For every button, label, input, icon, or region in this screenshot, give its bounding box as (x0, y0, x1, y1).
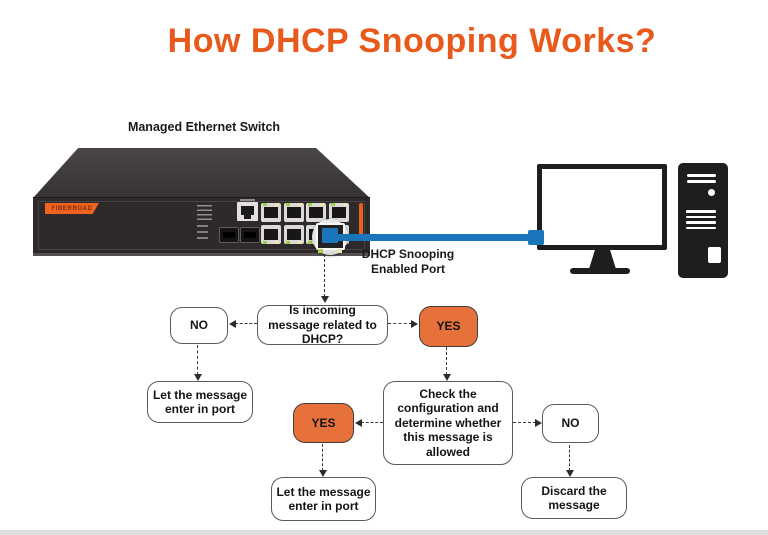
rj45-port (306, 203, 326, 222)
computer-tower-illustration (678, 163, 728, 278)
flow-node-let-message-enter: Let the message enter in port (147, 381, 253, 423)
led-indicator-rows (197, 205, 212, 220)
led-indicator-dots (197, 225, 208, 240)
arrowhead-down-icon (321, 296, 329, 303)
console-port (237, 202, 258, 221)
tower-vent-line (686, 215, 716, 218)
arrowhead-down-icon (194, 374, 202, 381)
arrow-line (388, 323, 412, 324)
tower-vent-line (687, 174, 716, 177)
arrow-yes-to-check (443, 347, 451, 381)
arrowhead-right-icon (535, 419, 542, 427)
flow-node-let-message-enter-2: Let the message enter in port (271, 477, 376, 521)
flow-node-check-configuration: Check the configuration and determine wh… (383, 381, 513, 465)
monitor-stand-neck (589, 250, 616, 269)
arrowhead-right-icon (411, 320, 418, 328)
console-port-notch (244, 215, 251, 219)
tower-drive-bay (708, 247, 721, 263)
arrow-line (324, 254, 325, 297)
switch-top-face (33, 148, 370, 198)
switch-front-panel (38, 201, 365, 250)
tower-power-button (708, 189, 715, 196)
arrowhead-left-icon (229, 320, 236, 328)
arrow-check-to-yes (355, 419, 383, 427)
brand-badge: FIBERROAD (45, 203, 99, 214)
monitor-stand-base (570, 268, 630, 274)
arrow-line (569, 445, 570, 471)
rj45-jack (331, 207, 346, 218)
flow-node-question: Is incoming message related to DHCP? (257, 303, 388, 346)
console-port-jack (241, 206, 254, 215)
tower-vent-line (686, 226, 716, 229)
arrow-no-to-discard (566, 445, 574, 477)
port-led-yellow (337, 249, 342, 253)
monitor-illustration (537, 164, 667, 274)
monitor-screen (537, 164, 667, 250)
rj45-port (261, 225, 281, 244)
sfp-slot-2 (240, 227, 260, 243)
arrowhead-down-icon (319, 470, 327, 477)
arrow-yes-to-action (319, 444, 327, 477)
rj45-jack (286, 229, 301, 240)
arrow-question-to-yes (388, 320, 418, 328)
switch-label: Managed Ethernet Switch (127, 120, 281, 134)
sfp-slot-1 (219, 227, 239, 243)
ethernet-cable (334, 234, 531, 241)
flow-node-no-branch: NO (170, 307, 228, 344)
rj45-port (328, 203, 349, 222)
rj45-port (261, 203, 281, 222)
rj45-port (283, 225, 304, 244)
sfp-slot-opening (223, 232, 235, 238)
arrow-line (235, 323, 257, 324)
rj45-jack (309, 207, 323, 218)
cable-plug-monitor-end (528, 230, 544, 245)
ethernet-switch-illustration: FIBERROAD (33, 148, 370, 258)
sfp-slot-opening (244, 232, 256, 238)
arrow-no-to-action (194, 345, 202, 381)
arrowhead-down-icon (443, 374, 451, 381)
cable-plug-switch-end (322, 228, 338, 243)
dhcp-port-label: DHCP Snooping Enabled Port (361, 247, 455, 276)
arrow-check-to-no (513, 419, 542, 427)
arrow-line (361, 422, 383, 423)
flow-node-discard-message: Discard the message (521, 477, 627, 519)
accent-stripe (359, 203, 363, 238)
flow-node-yes-branch: YES (419, 306, 478, 347)
bottom-edge-strip (0, 530, 768, 535)
arrow-question-to-no (229, 320, 257, 328)
rj45-jack (264, 207, 278, 218)
port-led-green (318, 249, 323, 253)
rj45-port (283, 203, 304, 222)
arrow-port-to-question (321, 254, 329, 303)
arrow-line (513, 422, 536, 423)
rj45-jack (264, 229, 278, 240)
tower-vent-line (686, 221, 716, 224)
rj45-jack (286, 207, 301, 218)
arrow-line (322, 444, 323, 471)
tower-vent-line (687, 180, 716, 183)
arrow-line (446, 347, 447, 375)
flow-node-check-yes: YES (293, 403, 354, 443)
flow-node-check-no: NO (542, 404, 599, 443)
arrow-line (197, 345, 198, 375)
page-title: How DHCP Snooping Works? (167, 22, 657, 60)
tower-vent-line (686, 210, 716, 213)
console-port-label (240, 199, 255, 201)
arrowhead-left-icon (355, 419, 362, 427)
arrowhead-down-icon (566, 470, 574, 477)
